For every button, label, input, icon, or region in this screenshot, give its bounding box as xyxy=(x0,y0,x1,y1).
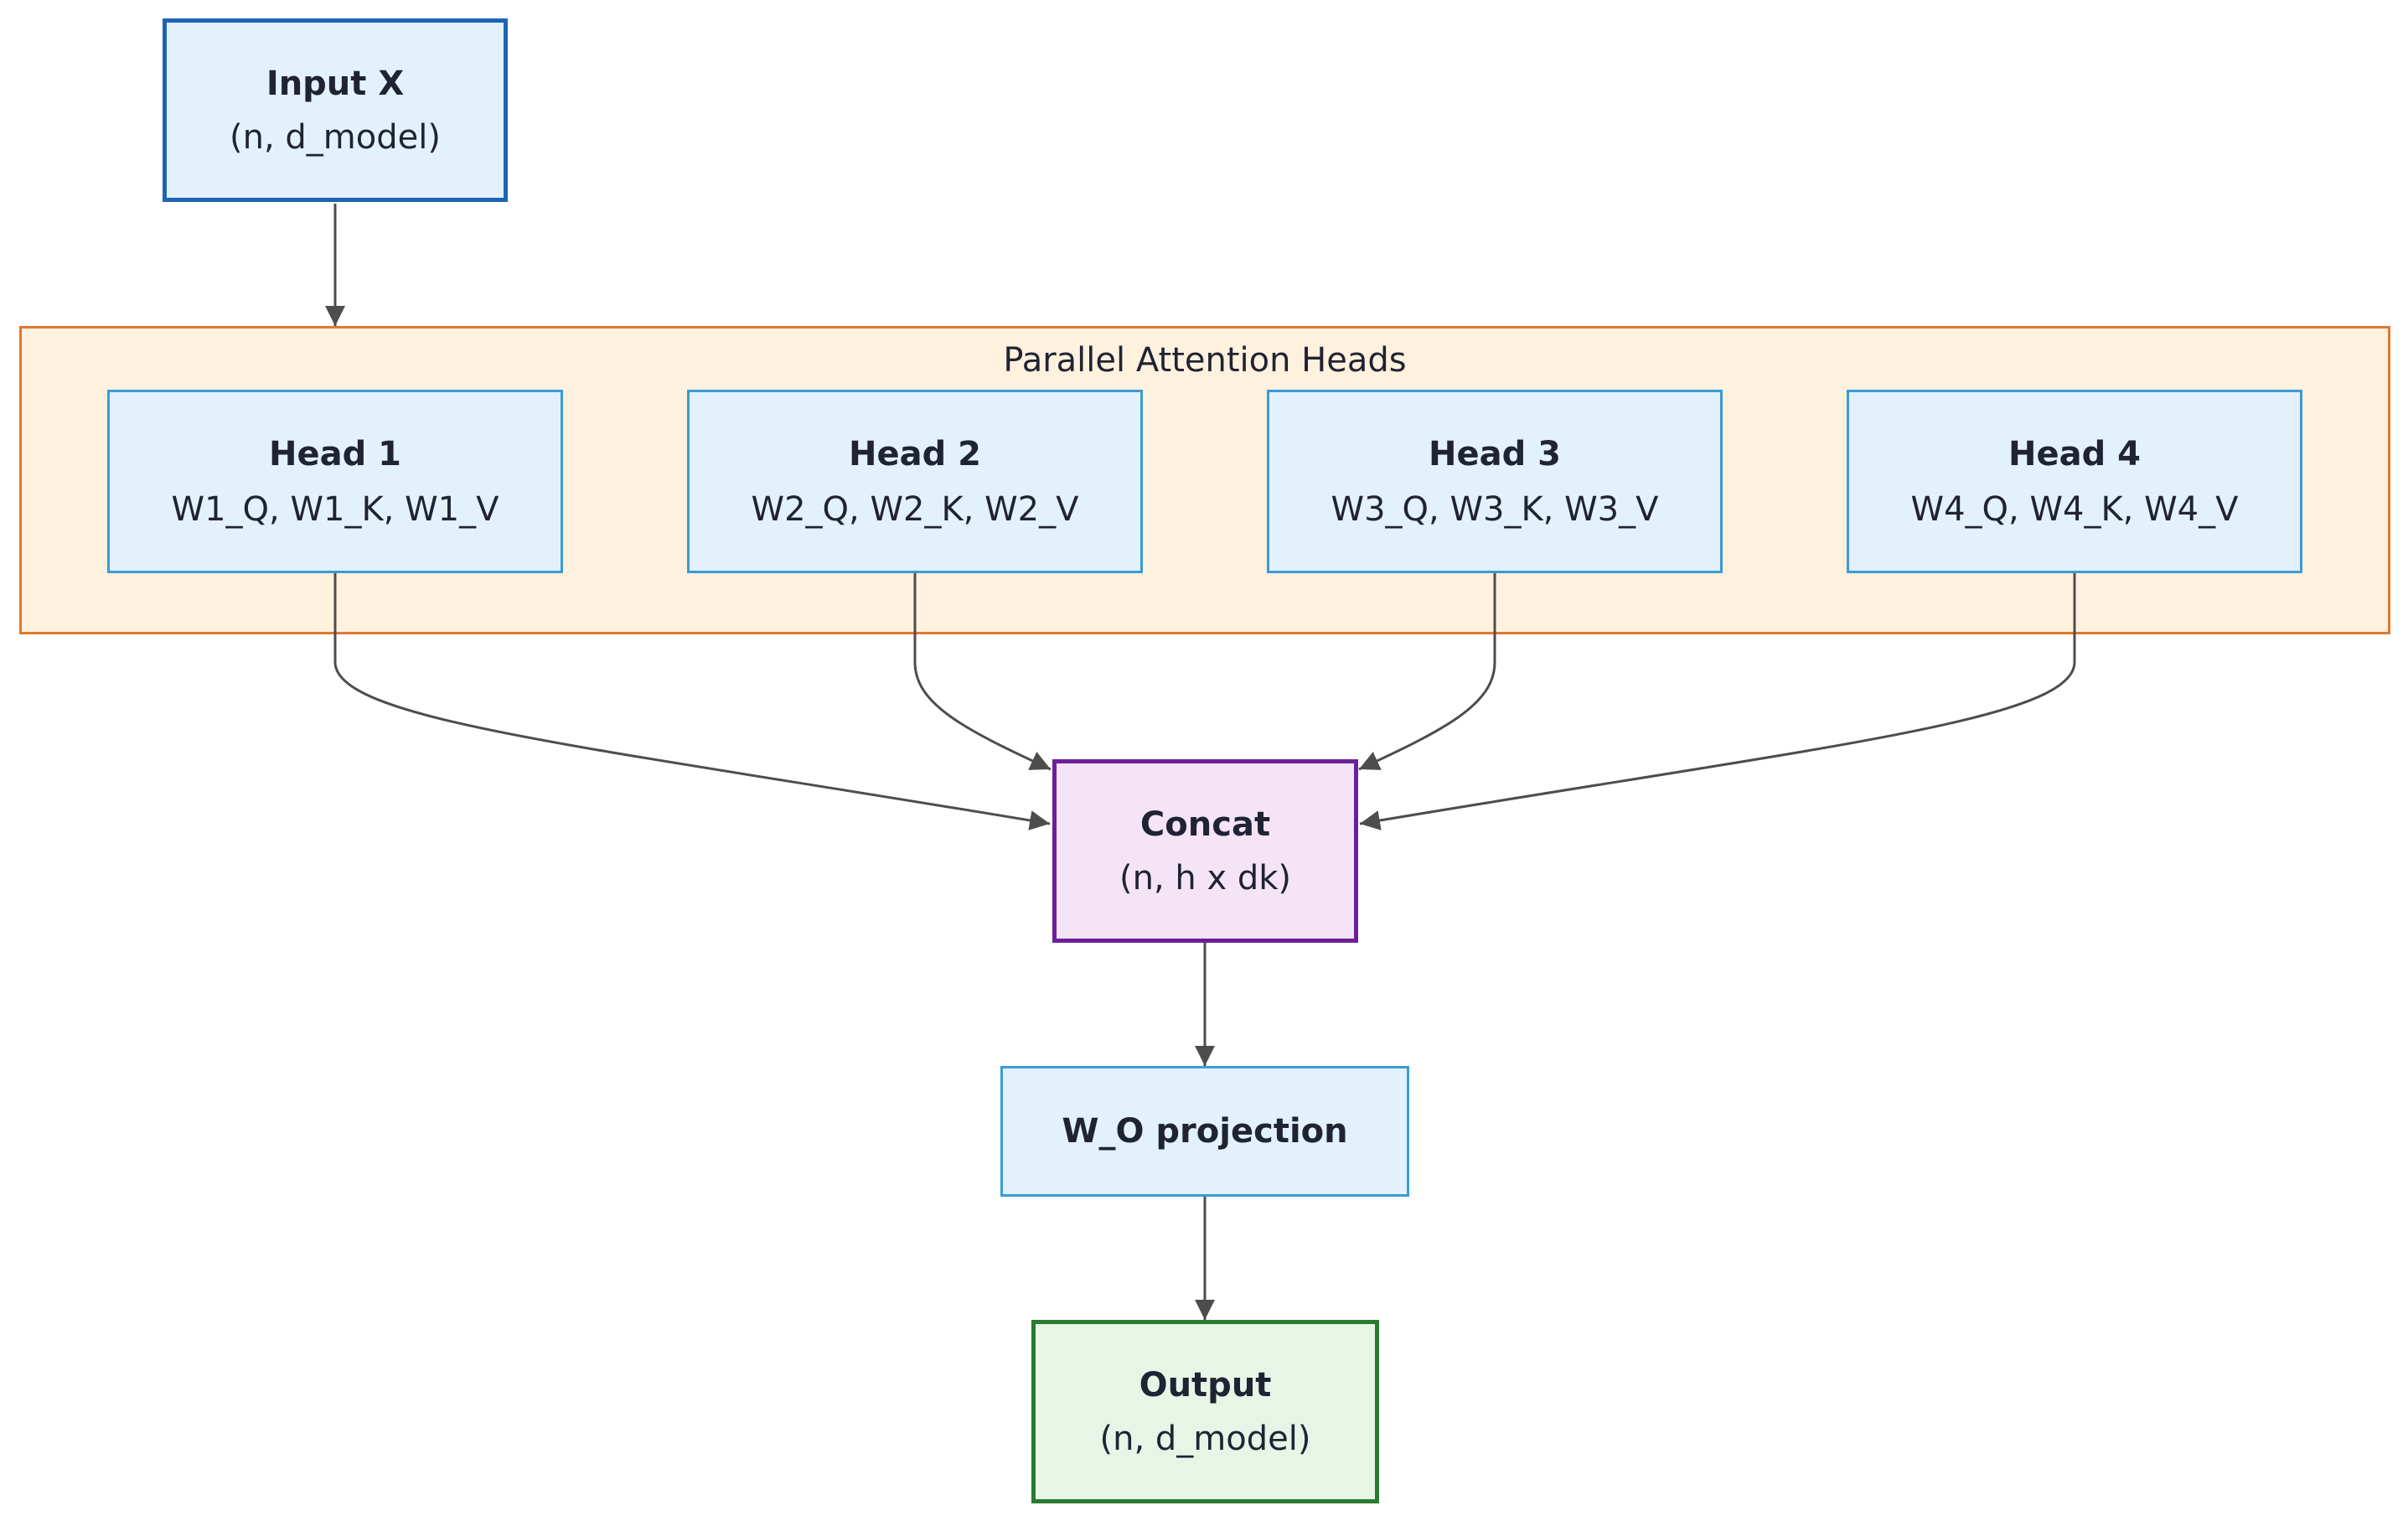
node-title: Concat xyxy=(1139,804,1271,844)
head-3-node: Head 3 W3_Q, W3_K, W3_V xyxy=(1267,390,1723,573)
node-shape: (n, d_model) xyxy=(230,117,441,157)
node-shape: (n, d_model) xyxy=(1099,1419,1311,1458)
node-title: Head 3 xyxy=(1429,434,1561,473)
node-weights: W4_Q, W4_K, W4_V xyxy=(1910,489,2239,529)
node-weights: W3_Q, W3_K, W3_V xyxy=(1331,489,1659,529)
head-2-node: Head 2 W2_Q, W2_K, W2_V xyxy=(687,390,1143,573)
node-weights: W1_Q, W1_K, W1_V xyxy=(171,489,499,529)
concat-node: Concat (n, h x dk) xyxy=(1052,759,1358,943)
node-shape: (n, h x dk) xyxy=(1119,858,1291,898)
node-title: Head 4 xyxy=(2008,434,2141,473)
node-title: Input X xyxy=(266,64,405,103)
node-title: W_O projection xyxy=(1062,1112,1348,1151)
head-1-node: Head 1 W1_Q, W1_K, W1_V xyxy=(107,390,563,573)
node-weights: W2_Q, W2_K, W2_V xyxy=(751,489,1079,529)
w-o-projection-node: W_O projection xyxy=(1000,1066,1409,1197)
node-title: Output xyxy=(1139,1365,1272,1405)
output-node: Output (n, d_model) xyxy=(1031,1320,1379,1503)
input-x-node: Input X (n, d_model) xyxy=(163,18,508,202)
node-title: Head 1 xyxy=(269,434,401,473)
head-4-node: Head 4 W4_Q, W4_K, W4_V xyxy=(1847,390,2302,573)
group-label: Parallel Attention Heads xyxy=(1003,341,1407,380)
node-title: Head 2 xyxy=(849,434,981,473)
